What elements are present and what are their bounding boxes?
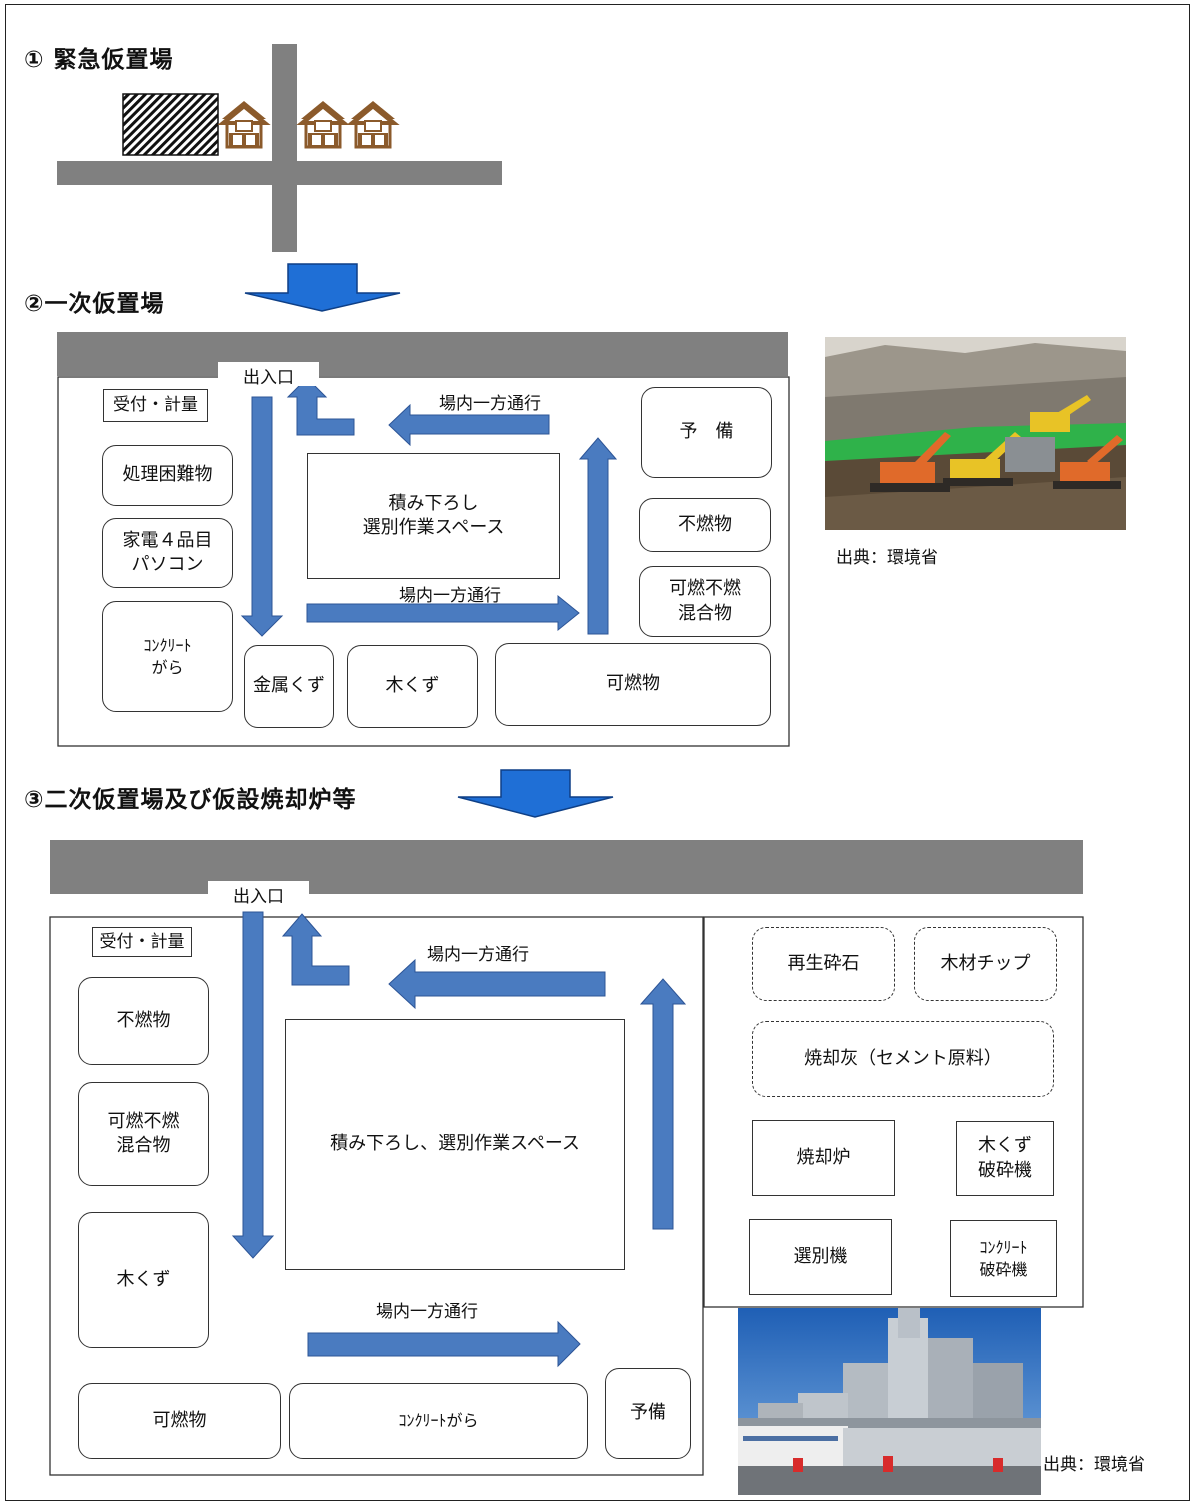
flow-arrow-exit (286, 377, 355, 436)
reserve-box: 予 備 (641, 387, 772, 478)
section3-title: ③二次仮置場及び仮設焼却炉等 (24, 787, 357, 813)
combustible-box: 可燃物 (495, 643, 771, 726)
entrance-label: 出入口 (218, 362, 319, 388)
blue-down-arrow-icon (457, 769, 614, 818)
flow-label-bottom: 場内一方通行 (399, 586, 501, 606)
section1-title: ① 緊急仮置場 (24, 47, 174, 73)
flow-arrow-up (639, 978, 687, 1230)
flow-arrow-up (578, 437, 618, 635)
flow-label-bottom: 場内一方通行 (376, 1302, 478, 1322)
wood-scrap-box: 木くず (347, 645, 478, 728)
flow-arrow-right (306, 594, 580, 632)
road-section3 (50, 840, 1083, 894)
sorter-box: 選別機 (749, 1219, 892, 1295)
reception-box: 受付・計量 (92, 927, 192, 957)
house-icon (299, 99, 347, 149)
flow-arrow-exit (281, 913, 350, 986)
concrete-rubble-box: ｺﾝｸﾘｰﾄがら (289, 1383, 588, 1459)
road-vertical (272, 44, 297, 252)
metal-scrap-box: 金属くず (244, 645, 334, 728)
mixed-waste-box: 可燃不燃 混合物 (639, 566, 771, 637)
incineration-ash-area: 焼却灰（セメント原料） (752, 1021, 1054, 1097)
section2-title: ②一次仮置場 (24, 291, 165, 317)
wood-scrap-box: 木くず (78, 1212, 209, 1348)
debris-site-photo (825, 337, 1126, 530)
entrance-label: 出入口 (208, 881, 309, 907)
wood-crusher-box: 木くず 破砕機 (956, 1121, 1054, 1196)
mixed-waste-box: 可燃不燃 混合物 (78, 1082, 209, 1186)
difficult-waste-box: 処理困難物 (102, 445, 233, 506)
concrete-rubble-box: ｺﾝｸﾘｰﾄ がら (102, 601, 233, 712)
road-section2 (57, 332, 788, 376)
incinerator-box: 焼却炉 (752, 1120, 895, 1196)
concrete-crusher-box: ｺﾝｸﾘｰﾄ 破砕機 (950, 1220, 1057, 1297)
diagram-frame (5, 4, 1190, 1501)
flow-label-top: 場内一方通行 (439, 394, 541, 414)
flow-arrow-left (388, 403, 550, 447)
incinerator-plant-photo (738, 1308, 1041, 1495)
photo-credit: 出典：環境省 (836, 548, 938, 568)
sorting-space: 積み下ろし、選別作業スペース (285, 1019, 625, 1270)
reception-box: 受付・計量 (103, 389, 208, 422)
house-icon (220, 99, 268, 149)
wood-chip-area: 木材チップ (914, 927, 1057, 1001)
combustible-box: 可燃物 (78, 1383, 281, 1459)
noncombustible-box: 不燃物 (78, 977, 209, 1065)
flow-arrow-left (388, 958, 606, 1010)
noncombustible-box: 不燃物 (639, 498, 771, 552)
recycled-stone-area: 再生砕石 (752, 927, 895, 1001)
flow-arrow-down (240, 396, 284, 637)
house-icon (349, 99, 397, 149)
flow-arrow-right (307, 1320, 581, 1368)
road-horizontal (57, 161, 502, 185)
yard-section3 (49, 916, 704, 1476)
sorting-space: 積み下ろし 選別作業スペース (307, 453, 560, 579)
flow-label-top: 場内一方通行 (427, 945, 529, 965)
flow-arrow-down (231, 911, 275, 1259)
reserve-box: 予備 (605, 1368, 691, 1459)
blue-down-arrow-icon (244, 263, 401, 312)
facility-yard-section3 (703, 916, 1084, 1308)
yard-section2 (57, 376, 790, 747)
hatched-block-icon (122, 93, 219, 156)
appliances-box: 家電４品目 パソコン (102, 518, 233, 588)
photo-credit: 出典：環境省 (1043, 1455, 1145, 1475)
